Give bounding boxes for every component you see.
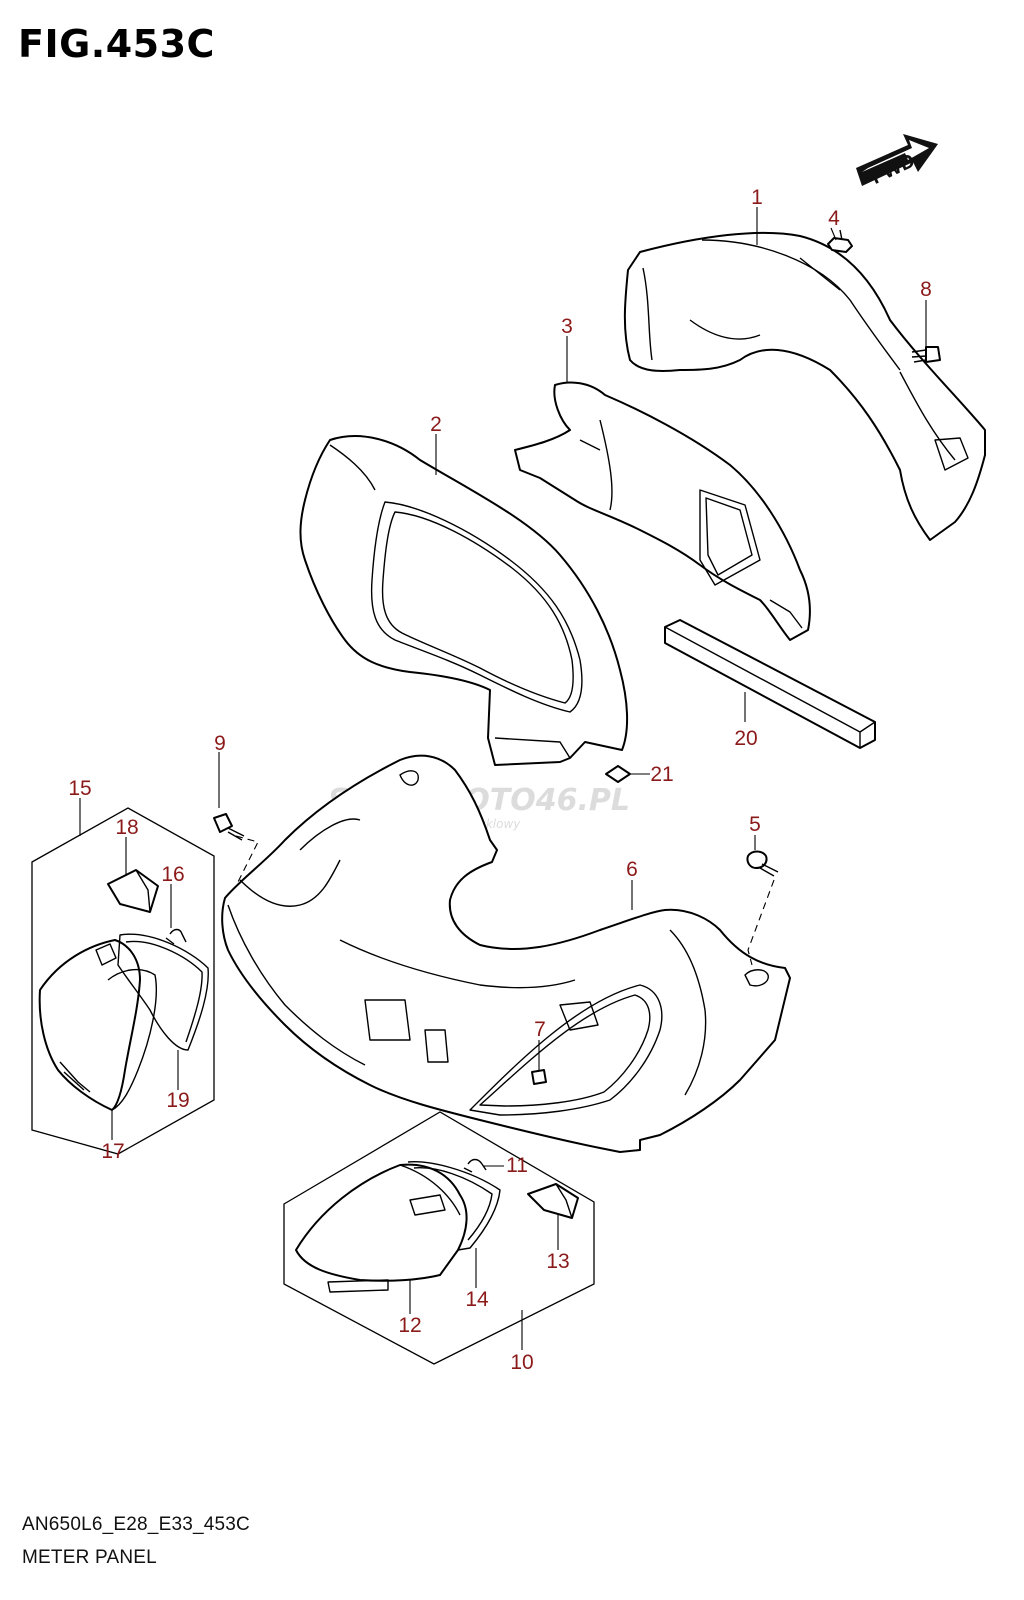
callout-15: 15 [68, 777, 91, 800]
callout-18: 18 [115, 816, 138, 839]
callout-11: 11 [506, 1154, 528, 1177]
part-7-clip [531, 1069, 547, 1085]
callout-10: 10 [510, 1351, 533, 1374]
kit-15-box [31, 807, 215, 1155]
part-2-meter-visor [299, 435, 629, 766]
part-14-gasket [407, 1161, 501, 1251]
part-8-screw [911, 346, 941, 363]
part-17-left-pocket-cover [38, 939, 158, 1111]
callout-7: 7 [534, 1018, 546, 1041]
part-12-right-pocket-cover [295, 1163, 468, 1293]
figure-title: FIG.453C [18, 22, 215, 66]
callout-13: 13 [546, 1250, 569, 1273]
part-18-cap [107, 869, 159, 913]
figure-description: METER PANEL [22, 1547, 157, 1568]
leader-lines [79, 207, 927, 1350]
callout-9: 9 [214, 732, 226, 755]
callout-numbers: 1 4 8 3 2 20 9 21 5 6 7 15 18 16 19 17 1… [68, 186, 932, 1374]
callout-8: 8 [920, 278, 932, 301]
part-21-label [605, 765, 631, 783]
callout-14: 14 [465, 1288, 489, 1311]
callout-2: 2 [430, 413, 442, 436]
part-4-clip [827, 229, 853, 253]
fwd-arrow-icon: FWD [856, 134, 938, 189]
callout-5: 5 [749, 813, 761, 836]
part-13-cap [527, 1183, 579, 1219]
callout-19: 19 [166, 1089, 189, 1112]
part-11-clip [463, 1158, 487, 1173]
callout-6: 6 [626, 858, 638, 881]
part-1-upper-meter-cover [623, 231, 986, 541]
callout-16: 16 [161, 863, 184, 886]
part-19-gasket [117, 933, 209, 1051]
callout-12: 12 [398, 1314, 421, 1337]
callout-3: 3 [561, 315, 573, 338]
part-20-foam-strip [664, 619, 876, 749]
part-6-inner-panel [221, 754, 791, 1153]
callout-21: 21 [650, 763, 673, 786]
callout-4: 4 [828, 207, 840, 230]
part-9-screw [213, 813, 259, 899]
callout-20: 20 [734, 727, 757, 750]
callout-17: 17 [101, 1140, 124, 1163]
figure-code: AN650L6_E28_E33_453C [22, 1514, 250, 1535]
callout-1: 1 [751, 186, 763, 209]
kit-10-box [283, 1111, 595, 1365]
part-16-clip [165, 928, 187, 945]
part-5-screw [746, 850, 779, 966]
part-3-inner-bracket [514, 381, 811, 641]
